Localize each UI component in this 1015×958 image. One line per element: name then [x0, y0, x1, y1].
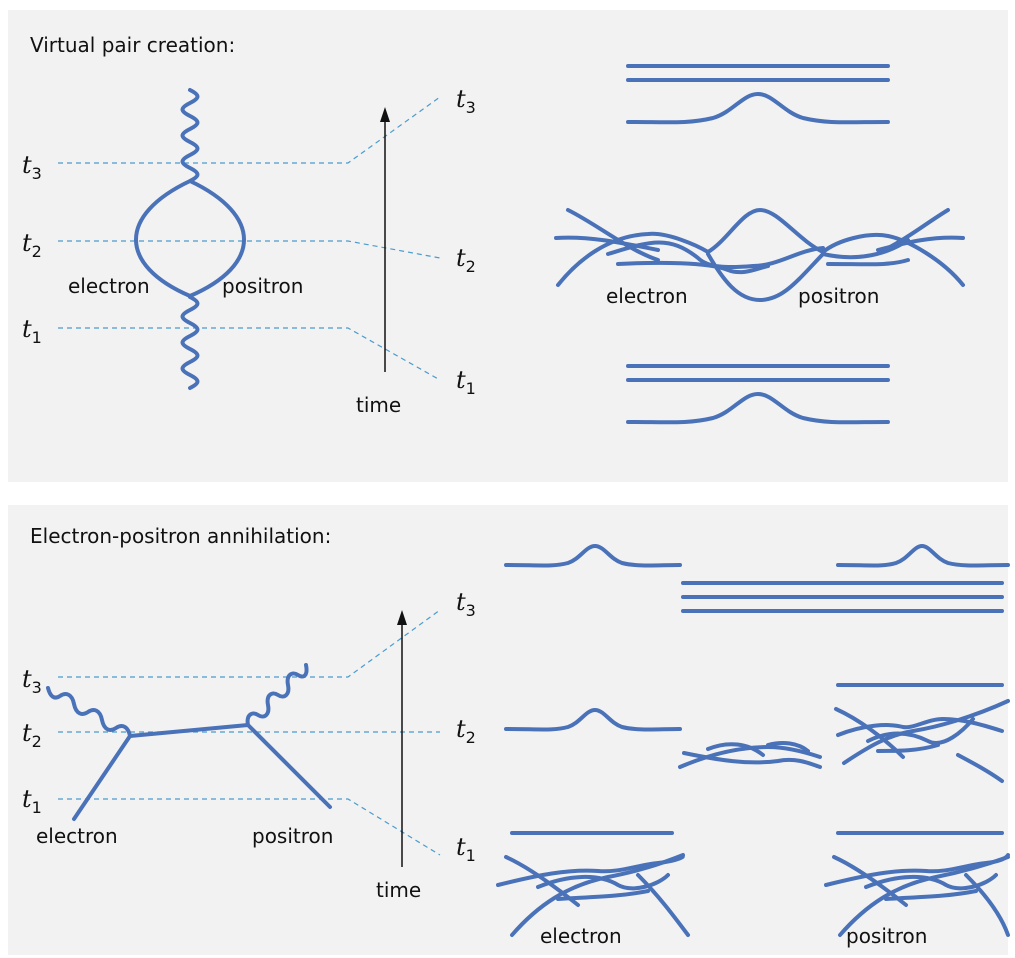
right-t2-label: t2 [456, 715, 476, 747]
time-arrow [380, 107, 390, 372]
string-slice-t2 [504, 683, 1010, 783]
right-t2-label: t2 [456, 244, 476, 276]
time-guides [58, 96, 441, 381]
electron-line [72, 734, 132, 821]
annihilation-title: Electron-positron annihilation: [30, 524, 331, 548]
time-label: time [356, 393, 401, 417]
pair-creation-panel: Virtual pair creation: time t3 t2 t1 t3 … [8, 10, 1008, 482]
annihilation-panel: Electron-positron annihilation: time t3 … [8, 505, 1010, 955]
outgoing-photon [180, 88, 200, 183]
time-label: time [376, 878, 421, 902]
string-slice-t1 [626, 364, 890, 425]
t3-guide [58, 96, 441, 164]
feynman-positron-label: positron [252, 824, 333, 848]
string-electron-label: electron [606, 284, 688, 308]
string-slice-t3 [626, 64, 890, 125]
right-t1-label: t1 [456, 366, 476, 398]
pair-creation-feynman [134, 88, 246, 390]
annihilation-figure: Electron-positron annihilation: time t3 … [22, 524, 1010, 948]
time-guides [58, 609, 441, 856]
string-electron-label: electron [540, 924, 622, 948]
left-t3-label: t3 [22, 151, 42, 183]
feynman-positron-label: positron [222, 274, 303, 298]
photon-right [245, 663, 309, 727]
left-t1-label: t1 [22, 785, 42, 817]
right-t1-label: t1 [456, 833, 476, 865]
feynman-electron-label: electron [36, 824, 118, 848]
t1-guide [58, 327, 441, 381]
incoming-photon [180, 295, 200, 390]
right-t3-label: t3 [456, 588, 476, 620]
feynman-electron-label: electron [68, 274, 150, 298]
t3-guide [58, 609, 441, 678]
internal-propagator [128, 723, 250, 738]
time-arrow [397, 610, 407, 867]
pair-creation-title: Virtual pair creation: [30, 33, 235, 57]
left-t3-label: t3 [22, 665, 42, 697]
string-positron-label: positron [846, 924, 927, 948]
left-t2-label: t2 [22, 229, 42, 261]
string-slice-t3 [504, 544, 1010, 613]
left-t1-label: t1 [22, 315, 42, 347]
t2-guide [58, 240, 441, 259]
t1-guide [58, 798, 441, 856]
string-positron-label: positron [798, 284, 879, 308]
string-slice-t1 [496, 831, 1010, 937]
annihilation-feynman [46, 663, 332, 821]
pair-creation-figure: Virtual pair creation: time t3 t2 t1 t3 … [22, 33, 965, 425]
left-t2-label: t2 [22, 719, 42, 751]
photon-left [46, 686, 132, 738]
positron-line [246, 723, 332, 809]
string-slice-t2 [554, 208, 965, 302]
right-t3-label: t3 [456, 85, 476, 117]
